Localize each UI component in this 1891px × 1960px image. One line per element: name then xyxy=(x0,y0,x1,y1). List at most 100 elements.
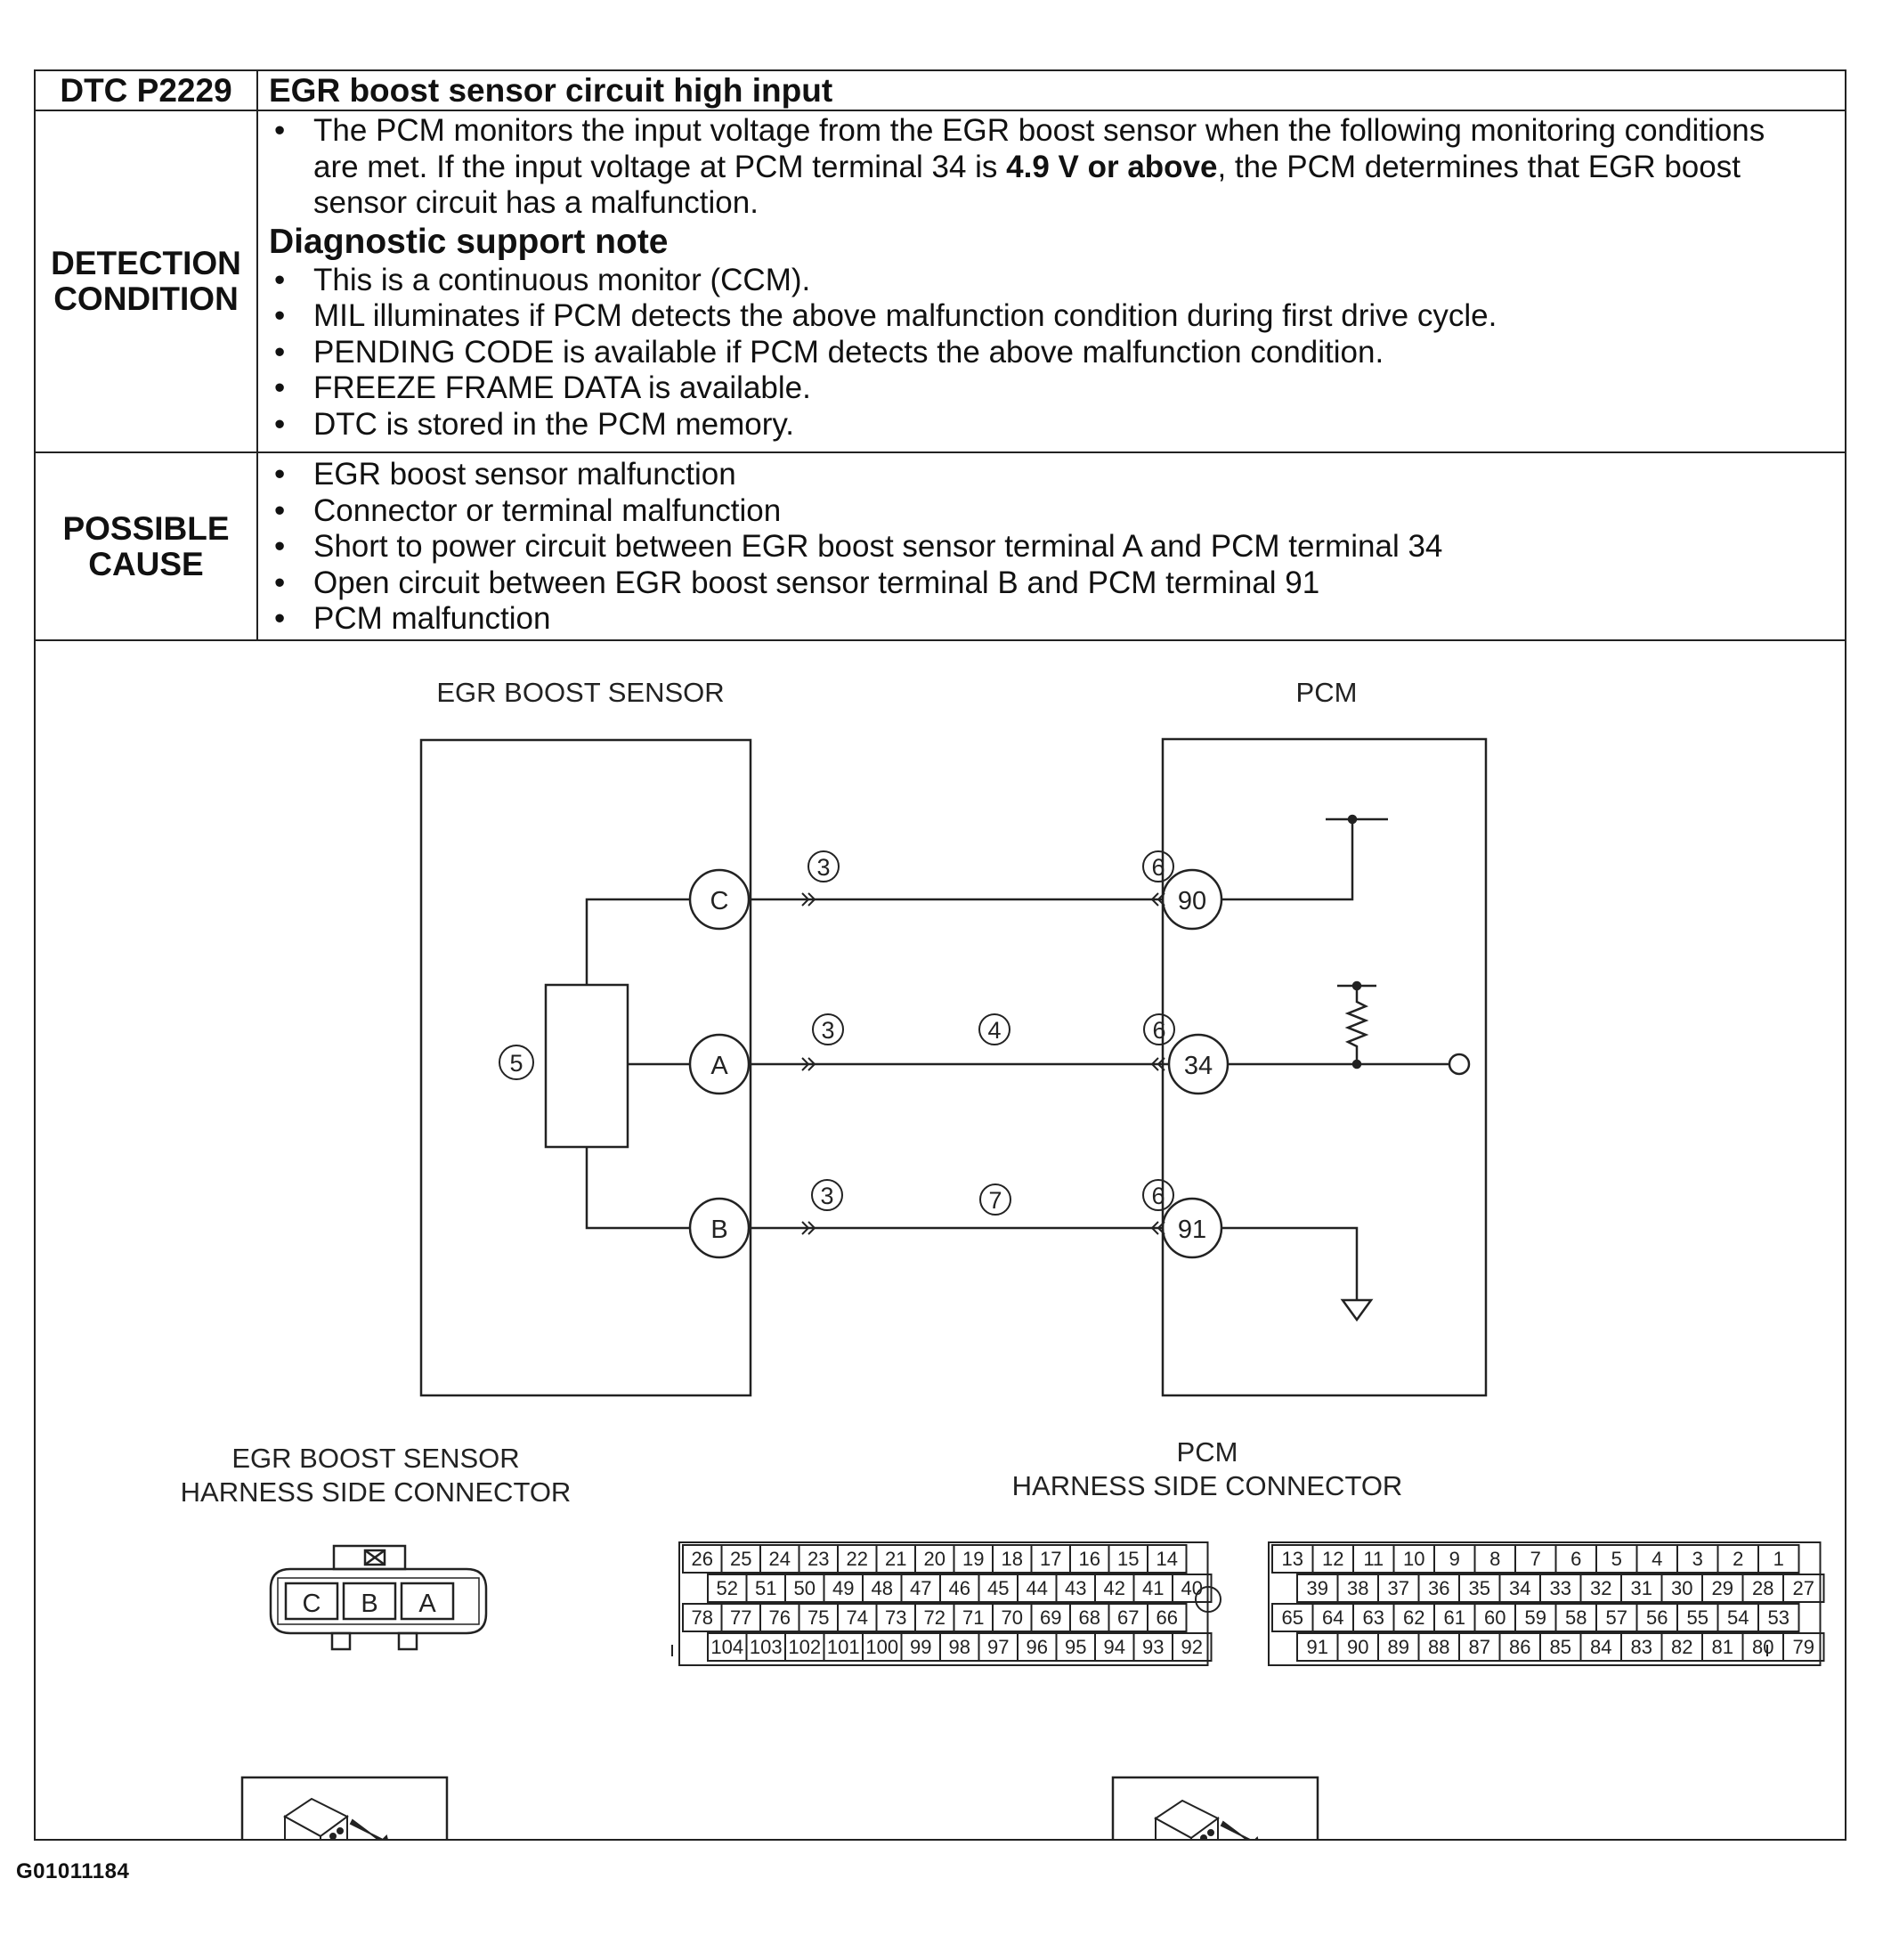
pcm-left-pin-label: 26 xyxy=(692,1548,713,1570)
figure-id: G01011184 xyxy=(16,1859,130,1883)
dtc-code: DTC P2229 xyxy=(36,71,258,110)
pcm-right-pin-label: 57 xyxy=(1606,1606,1627,1629)
pcm-left-pin-label: 67 xyxy=(1117,1606,1139,1629)
pcm-right-pin-label: 85 xyxy=(1550,1636,1571,1658)
pcm-left-pin-label: 101 xyxy=(827,1636,860,1658)
pcm-left-pin-cell xyxy=(1147,1544,1188,1574)
dtc-sheet: DTC P2229 EGR boost sensor circuit high … xyxy=(34,69,1846,1883)
possible-cause-label: POSSIBLE CAUSE xyxy=(36,453,258,639)
pcm-connector-keyway xyxy=(1195,1586,1221,1613)
pcm-left-pin-label: 45 xyxy=(987,1577,1009,1599)
pcm-left-pin-label: 43 xyxy=(1065,1577,1086,1599)
possible-cause-content: EGR boost sensor malfunction Connector o… xyxy=(260,453,1845,639)
pcm-left-pin-label: 72 xyxy=(924,1606,946,1629)
pcm-left-pin-label: 102 xyxy=(788,1636,821,1658)
pcm-right-pin-cell xyxy=(1757,1544,1800,1574)
pcm-right-pin-label: 6 xyxy=(1570,1548,1581,1570)
pcm-right-pin-label: 54 xyxy=(1727,1606,1749,1629)
sensor-element xyxy=(544,983,629,1149)
callout-6-91-label: 6 xyxy=(1151,1183,1165,1209)
pcm-34-output-terminal xyxy=(1448,1053,1471,1076)
pcm-left-pin-label: 47 xyxy=(910,1577,931,1599)
wiring-diagram-svg: EGR BOOST SENSOR PCM C A B 90 34 91 xyxy=(181,677,1825,1883)
pcm-left-pin-label: 42 xyxy=(1104,1577,1125,1599)
callout-7 xyxy=(979,1183,1011,1216)
pcm-left-outline xyxy=(678,1541,1209,1666)
pcm-left-pin-label: 98 xyxy=(949,1636,970,1658)
callout-3-b-label: 3 xyxy=(820,1183,833,1209)
pcm-right-pin-label: 39 xyxy=(1307,1577,1328,1599)
callout-4-label: 4 xyxy=(987,1017,1001,1044)
pcm-left-pin-label: 74 xyxy=(847,1606,868,1629)
pcm-right-pin-label: 37 xyxy=(1388,1577,1409,1599)
pcm-left-pin-label: 25 xyxy=(730,1548,751,1570)
pcm-right-outline xyxy=(1268,1541,1822,1666)
pcm-right-pin-cell xyxy=(1757,1603,1800,1632)
detection-label-line2: CONDITION xyxy=(53,281,239,317)
pcm-right-pin-label: 59 xyxy=(1525,1606,1546,1629)
note-item: DTC is stored in the PCM memory. xyxy=(269,407,1845,443)
detection-condition-row: DETECTION CONDITION The PCM monitors the… xyxy=(36,111,1845,453)
pcm-right-pin-label: 10 xyxy=(1403,1548,1424,1570)
callout-4 xyxy=(978,1013,1010,1045)
pcm-left-pin-cell xyxy=(1172,1632,1213,1662)
callout-3-c xyxy=(808,850,840,882)
intro-line-1: The PCM monitors the input voltage from … xyxy=(313,113,1765,148)
pcm-right-pin-label: 81 xyxy=(1712,1636,1733,1658)
pcm-right-pin-label: 63 xyxy=(1363,1606,1384,1629)
cause-label-line1: POSSIBLE xyxy=(62,509,230,547)
pcm-terminal-90-label: 90 xyxy=(1178,887,1206,915)
pcm-left-pin-cell xyxy=(1172,1574,1213,1603)
egr-boost-sensor-box xyxy=(419,738,752,1397)
pcm-right-pin-label: 11 xyxy=(1363,1548,1384,1570)
callout-6-91 xyxy=(1142,1179,1174,1211)
pcm-right-pin-label: 28 xyxy=(1752,1577,1773,1599)
pcm-right-pin-label: 79 xyxy=(1793,1636,1814,1658)
pcm-connector-view-icon xyxy=(1111,1776,1319,1883)
callout-5 xyxy=(499,1045,534,1080)
pcm-left-pin-label: 23 xyxy=(808,1548,829,1570)
callout-6-34 xyxy=(1143,1013,1175,1045)
dtc-title: EGR boost sensor circuit high input xyxy=(269,71,833,109)
pcm-right-pin-label: 82 xyxy=(1671,1636,1692,1658)
wire-sensor-b xyxy=(585,1147,690,1230)
pcm-right-pin-label: 12 xyxy=(1322,1548,1343,1570)
pcm-left-pin-label: 96 xyxy=(1027,1636,1048,1658)
cause-item: EGR boost sensor malfunction xyxy=(269,457,1845,493)
pcm-right-pin-label: 9 xyxy=(1449,1548,1460,1570)
diagnostic-notes-list: This is a continuous monitor (CCM). MIL … xyxy=(269,263,1845,443)
pcm-right-pin-label: 1 xyxy=(1773,1548,1784,1570)
pcm-right-pin-cell xyxy=(1782,1632,1825,1662)
diagnostic-note-title: Diagnostic support note xyxy=(269,222,669,261)
pcm-right-pin-label: 64 xyxy=(1322,1606,1343,1629)
pcm-left-pin-label: 24 xyxy=(769,1548,791,1570)
sensor-terminal-a-label: A xyxy=(710,1052,728,1080)
detection-condition-content: The PCM monitors the input voltage from … xyxy=(260,111,1845,451)
callout-6-90-label: 6 xyxy=(1151,854,1165,881)
note-item: FREEZE FRAME DATA is available. xyxy=(269,370,1845,407)
pcm-left-pin-label: 94 xyxy=(1104,1636,1125,1658)
pcm-right-pin-label: 87 xyxy=(1469,1636,1490,1658)
pcm-left-pin-label: 78 xyxy=(692,1606,713,1629)
pcm-right-pin-label: 55 xyxy=(1687,1606,1708,1629)
pcm-right-pin-label: 88 xyxy=(1428,1636,1449,1658)
pcm-right-pin-label: 89 xyxy=(1388,1636,1409,1658)
pcm-left-pin-label: 20 xyxy=(924,1548,946,1570)
cause-item: Connector or terminal malfunction xyxy=(269,493,1845,530)
sensor-terminal-c-label: C xyxy=(710,887,729,915)
sensor-connector-title-2: HARNESS SIDE CONNECTOR xyxy=(181,1476,572,1508)
pcm-right-pin-label: 38 xyxy=(1347,1577,1368,1599)
callout-3-a-label: 3 xyxy=(821,1017,834,1044)
wire-sensor-c xyxy=(585,898,690,985)
note-item: PENDING CODE is available if PCM detects… xyxy=(269,335,1845,371)
pcm-right-pin-label: 7 xyxy=(1530,1548,1541,1570)
pcm-right-pin-label: 56 xyxy=(1646,1606,1668,1629)
pcm-left-pin-label: 77 xyxy=(730,1606,751,1629)
possible-cause-list: EGR boost sensor malfunction Connector o… xyxy=(269,457,1845,638)
pcm-right-pin-label: 3 xyxy=(1692,1548,1703,1570)
pcm-right-pin-label: 61 xyxy=(1444,1606,1465,1629)
callout-5-label: 5 xyxy=(509,1050,523,1077)
pcm-left-pin-label: 73 xyxy=(885,1606,906,1629)
